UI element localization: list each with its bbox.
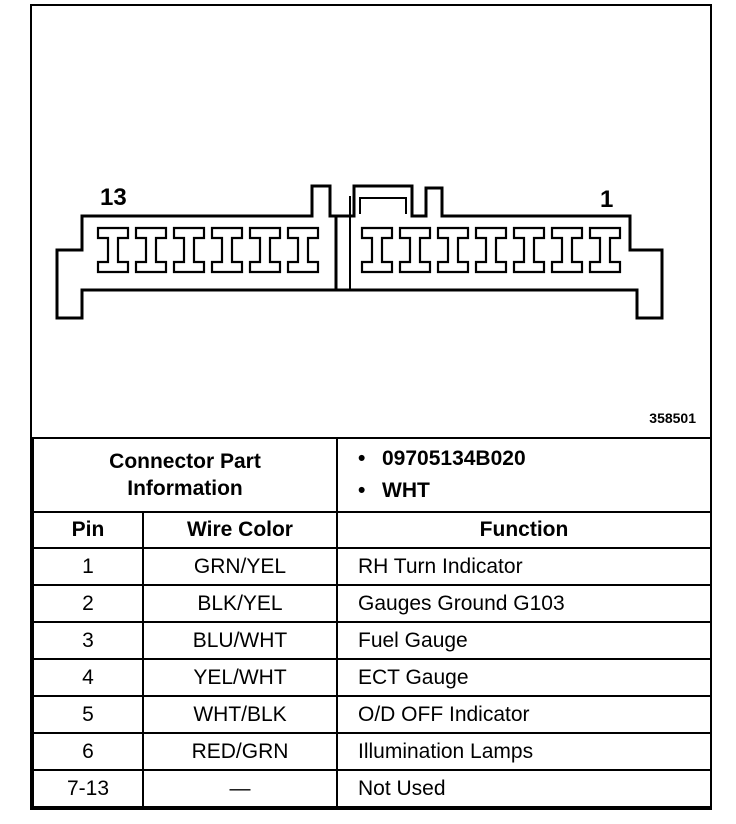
cavity-row-left [96,226,320,274]
pin-1-label: 1 [600,186,614,213]
connector-info-title: Connector Part Information [32,437,338,513]
cell-function: O/D OFF Indicator [336,695,712,734]
terminal-cavity [286,226,320,274]
table-header-row: Pin Wire Color Function [32,511,712,549]
cell-function: Fuel Gauge [336,621,712,660]
header-function: Function [336,511,712,549]
terminal-cavity [172,226,206,274]
connector-info-list: 09705134B020 WHT [336,437,712,513]
cell-pin: 4 [32,658,144,697]
cavity-row-right [360,226,622,274]
cell-function: Not Used [336,769,712,808]
cell-wire-color: — [142,769,338,808]
terminal-cavity [550,226,584,274]
info-title-line2: Information [127,477,243,500]
cell-pin: 1 [32,547,144,586]
info-title-line1: Connector Part [109,450,261,473]
cell-function: ECT Gauge [336,658,712,697]
header-pin: Pin [32,511,144,549]
cell-wire-color: BLK/YEL [142,584,338,623]
info-part-number: 09705134B020 [358,443,710,475]
cell-pin: 3 [32,621,144,660]
cell-function: Illumination Lamps [336,732,712,771]
terminal-cavity [360,226,394,274]
terminal-cavity [512,226,546,274]
header-wire-color: Wire Color [142,511,338,549]
connector-outline [55,184,664,320]
cell-pin: 5 [32,695,144,734]
cell-wire-color: YEL/WHT [142,658,338,697]
connector-diagram: 13 1 358501 [32,6,710,438]
latch [359,197,407,214]
housing-outline [55,184,664,320]
terminal-cavity [248,226,282,274]
terminal-cavity [96,226,130,274]
terminal-cavity [588,226,622,274]
terminal-cavity [398,226,432,274]
terminal-cavity [210,226,244,274]
connector-table: Connector Part Information 09705134B020 … [32,437,712,808]
terminal-cavity [436,226,470,274]
info-color: WHT [358,475,710,507]
cell-function: Gauges Ground G103 [336,584,712,623]
cell-wire-color: BLU/WHT [142,621,338,660]
table-row: 7-13—Not Used [32,769,712,808]
cell-wire-color: GRN/YEL [142,547,338,586]
terminal-cavity [134,226,168,274]
cell-pin: 6 [32,732,144,771]
cell-pin: 7-13 [32,769,144,808]
cell-pin: 2 [32,584,144,623]
figure-number: 358501 [649,410,696,426]
pin-13-label: 13 [100,184,127,211]
connector-info-row: Connector Part Information 09705134B020 … [32,437,712,513]
cell-wire-color: WHT/BLK [142,695,338,734]
connector-sheet: 13 1 358501 Connector Part Information 0… [30,4,712,810]
cell-wire-color: RED/GRN [142,732,338,771]
terminal-cavity [474,226,508,274]
cell-function: RH Turn Indicator [336,547,712,586]
